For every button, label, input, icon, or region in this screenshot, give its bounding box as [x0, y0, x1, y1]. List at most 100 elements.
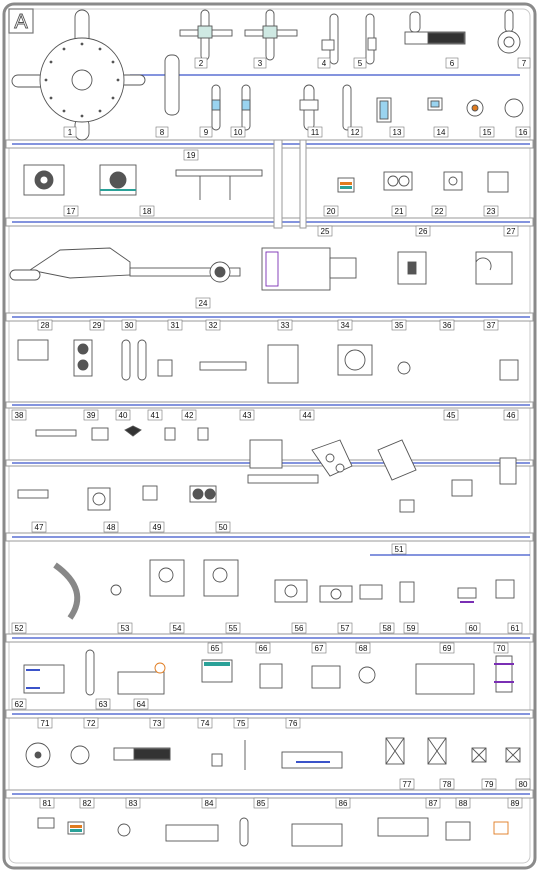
part-number-85: 85 [253, 797, 269, 809]
part-number-10: 10 [230, 126, 246, 138]
svg-text:82: 82 [83, 799, 92, 808]
part-number-35: 35 [391, 319, 407, 331]
part-number-80: 80 [515, 778, 531, 790]
svg-text:8: 8 [160, 128, 165, 137]
svg-text:15: 15 [483, 128, 492, 137]
svg-text:55: 55 [229, 624, 238, 633]
svg-text:80: 80 [519, 780, 528, 789]
svg-text:11: 11 [311, 128, 320, 137]
svg-text:89: 89 [511, 799, 520, 808]
svg-text:75: 75 [237, 719, 246, 728]
part-number-74: 74 [197, 717, 213, 729]
svg-text:76: 76 [289, 719, 298, 728]
part-number-14: 14 [433, 126, 449, 138]
svg-text:51: 51 [395, 545, 404, 554]
svg-text:5: 5 [358, 59, 363, 68]
part-number-36: 36 [439, 319, 455, 331]
svg-text:60: 60 [469, 624, 478, 633]
part-number-40: 40 [115, 409, 131, 421]
part-number-33: 33 [277, 319, 293, 331]
svg-text:6: 6 [450, 59, 455, 68]
svg-text:2: 2 [199, 59, 204, 68]
svg-text:88: 88 [459, 799, 468, 808]
svg-text:64: 64 [137, 700, 146, 709]
svg-text:4: 4 [322, 59, 327, 68]
svg-text:16: 16 [519, 128, 528, 137]
svg-text:36: 36 [443, 321, 452, 330]
part-number-39: 39 [83, 409, 99, 421]
part-number-47: 47 [31, 521, 47, 533]
svg-text:50: 50 [219, 523, 228, 532]
part-number-9: 9 [199, 126, 213, 138]
part-number-67: 67 [311, 642, 327, 654]
part-number-12: 12 [347, 126, 363, 138]
part-number-20: 20 [323, 205, 339, 217]
part-number-7: 7 [517, 57, 531, 69]
svg-text:43: 43 [243, 411, 252, 420]
part-number-71: 71 [37, 717, 53, 729]
svg-text:46: 46 [507, 411, 516, 420]
svg-text:63: 63 [99, 700, 108, 709]
svg-text:54: 54 [173, 624, 182, 633]
part-number-41: 41 [147, 409, 163, 421]
svg-text:44: 44 [303, 411, 312, 420]
part-number-56: 56 [291, 622, 307, 634]
svg-text:35: 35 [395, 321, 404, 330]
part-number-54: 54 [169, 622, 185, 634]
svg-text:57: 57 [341, 624, 350, 633]
svg-text:56: 56 [295, 624, 304, 633]
svg-text:3: 3 [258, 59, 263, 68]
svg-text:48: 48 [107, 523, 116, 532]
svg-text:12: 12 [351, 128, 360, 137]
part-number-17: 17 [63, 205, 79, 217]
svg-text:14: 14 [437, 128, 446, 137]
svg-text:39: 39 [87, 411, 96, 420]
svg-text:24: 24 [199, 299, 208, 308]
part-number-63: 63 [95, 698, 111, 710]
svg-text:27: 27 [507, 227, 516, 236]
part-number-84: 84 [201, 797, 217, 809]
part-number-29: 29 [89, 319, 105, 331]
svg-text:31: 31 [171, 321, 180, 330]
part-number-11: 11 [307, 126, 323, 138]
svg-text:49: 49 [153, 523, 162, 532]
svg-text:30: 30 [125, 321, 134, 330]
part-number-55: 55 [225, 622, 241, 634]
part-number-21: 21 [391, 205, 407, 217]
part-number-8: 8 [155, 126, 169, 138]
part-number-30: 30 [121, 319, 137, 331]
part-number-89: 89 [507, 797, 523, 809]
part-number-60: 60 [465, 622, 481, 634]
part-number-75: 75 [233, 717, 249, 729]
part-number-23: 23 [483, 205, 499, 217]
svg-text:61: 61 [511, 624, 520, 633]
part-number-44: 44 [299, 409, 315, 421]
part-number-15: 15 [479, 126, 495, 138]
svg-text:20: 20 [327, 207, 336, 216]
svg-text:70: 70 [497, 644, 506, 653]
part-number-76: 76 [285, 717, 301, 729]
part-number-59: 59 [403, 622, 419, 634]
part-number-87: 87 [425, 797, 441, 809]
svg-text:33: 33 [281, 321, 290, 330]
part-number-69: 69 [439, 642, 455, 654]
part-number-61: 61 [507, 622, 523, 634]
part-number-4: 4 [317, 57, 331, 69]
part-number-24: 24 [195, 297, 211, 309]
part-number-25: 25 [317, 225, 333, 237]
svg-text:19: 19 [187, 151, 196, 160]
svg-text:25: 25 [321, 227, 330, 236]
svg-text:68: 68 [359, 644, 368, 653]
part-number-45: 45 [443, 409, 459, 421]
svg-text:34: 34 [341, 321, 350, 330]
svg-text:87: 87 [429, 799, 438, 808]
part-number-1: 1 [63, 126, 77, 138]
part-number-16: 16 [515, 126, 531, 138]
part-number-86: 86 [335, 797, 351, 809]
part-number-81: 81 [39, 797, 55, 809]
part-number-49: 49 [149, 521, 165, 533]
svg-text:58: 58 [383, 624, 392, 633]
part-number-51: 51 [391, 543, 407, 555]
part-number-2: 2 [194, 57, 208, 69]
